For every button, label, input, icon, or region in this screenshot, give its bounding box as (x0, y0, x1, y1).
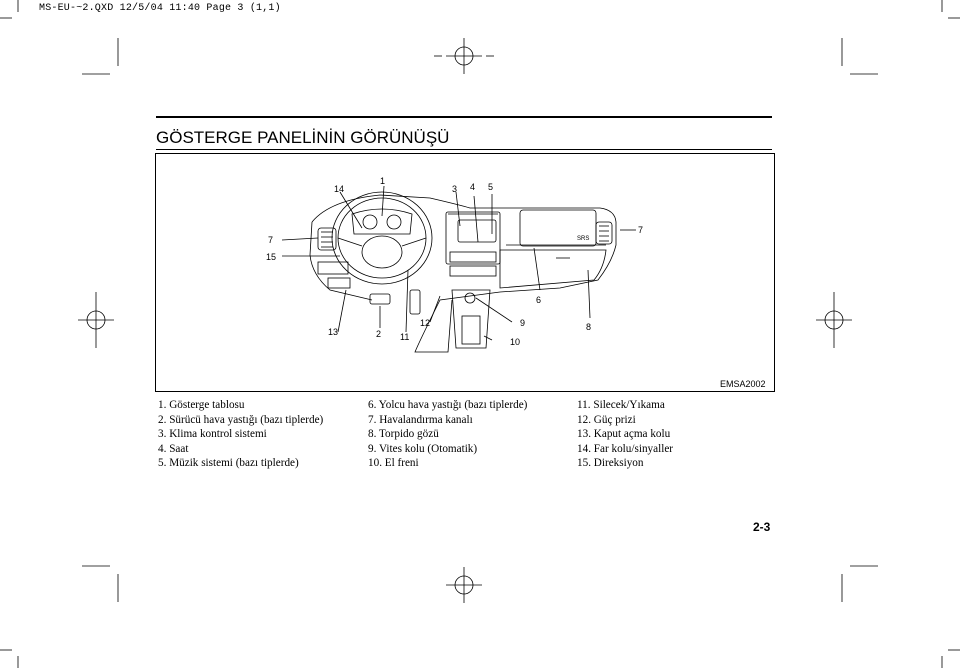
label-10: 10 (510, 337, 520, 347)
legend-item: 4. Saat (158, 442, 189, 455)
legend-item: 2. Sürücü hava yastığı (bazı tiplerde) (158, 413, 324, 426)
label-11: 11 (400, 332, 409, 342)
legend-item: 7. Havalandırma kanalı (368, 413, 473, 426)
legend-item: 12. Güç prizi (577, 413, 636, 426)
legend-item: 5. Müzik sistemi (bazı tiplerde) (158, 457, 299, 470)
page-title: GÖSTERGE PANELİNİN GÖRÜNÜŞÜ (156, 128, 450, 147)
legend-item: 3. Klima kontrol sistemi (158, 428, 267, 441)
label-13: 13 (328, 327, 338, 337)
legend-item: 6. Yolcu hava yastığı (bazı tiplerde) (368, 399, 528, 411)
label-6: 6 (536, 295, 541, 305)
dashboard-figure-frame (155, 153, 775, 392)
label-1: 1 (380, 176, 385, 186)
label-2: 2 (376, 329, 381, 339)
legend-item: 10. El freni (368, 457, 419, 470)
legend-item: 14. Far kolu/sinyaller (577, 442, 674, 455)
label-12: 12 (420, 318, 430, 328)
legend-column-2: 6. Yolcu hava yastığı (bazı tiplerde) 7.… (368, 398, 527, 471)
legend-item: 11. Silecek/Yıkama (577, 399, 665, 411)
figure-code: EMSA2002 (720, 379, 766, 389)
legend-item: 1. Gösterge tablosu (158, 399, 245, 411)
legend-item: 13. Kaput açma kolu (577, 428, 671, 441)
label-15: 15 (266, 252, 276, 262)
legend-column-1: 1. Gösterge tablosu 2. Sürücü hava yastı… (158, 398, 323, 471)
label-9: 9 (520, 318, 525, 328)
print-header: MS-EU-~2.QXD 12/5/04 11:40 Page 3 (1,1) (39, 3, 281, 14)
label-3: 3 (452, 184, 457, 194)
label-8: 8 (586, 322, 591, 332)
label-7-right: 7 (638, 225, 643, 235)
page-number: 2-3 (753, 520, 771, 534)
title-rule (156, 149, 772, 150)
legend-column-3: 11. Silecek/Yıkama 12. Güç prizi 13. Kap… (577, 398, 673, 471)
label-5: 5 (488, 182, 493, 192)
srs-label: SRS (577, 236, 589, 242)
legend-item: 9. Vites kolu (Otomatik) (368, 442, 478, 455)
label-4: 4 (470, 182, 475, 192)
legend-item: 8. Torpido gözü (368, 428, 439, 441)
top-rule (156, 116, 772, 118)
legend-item: 15. Direksiyon (577, 457, 644, 470)
label-14: 14 (334, 184, 344, 194)
label-7-left: 7 (268, 235, 273, 245)
